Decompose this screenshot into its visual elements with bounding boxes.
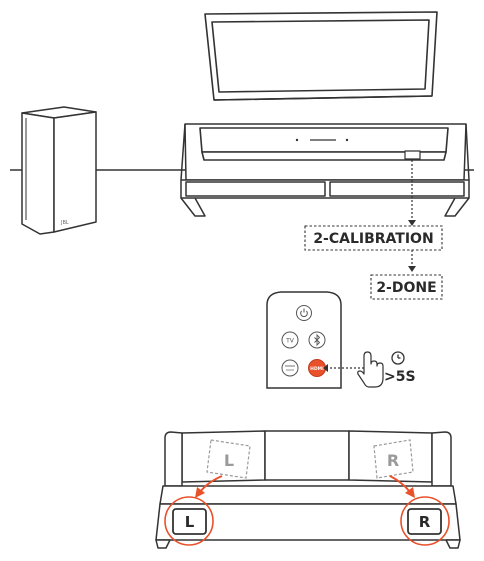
power-icon — [300, 308, 308, 317]
hdmi-button[interactable]: HDMI — [308, 359, 326, 377]
right-speaker: R — [407, 508, 442, 535]
soundbar — [199, 127, 449, 161]
right-move-arrow — [389, 475, 415, 498]
atmos-button[interactable] — [281, 359, 299, 377]
clock-icon — [391, 351, 405, 365]
hand-pointer-icon — [357, 351, 384, 388]
right-speaker-start: R — [373, 439, 414, 479]
left-speaker: L — [172, 508, 207, 535]
hdmi-button-label: HDMI — [310, 366, 324, 372]
calibration-label: 2-CALIBRATION — [313, 231, 433, 247]
power-button[interactable] — [296, 305, 312, 321]
subwoofer-logo: JBL — [60, 220, 69, 226]
left-speaker-start: L — [206, 439, 251, 479]
hold-duration: >5S — [384, 369, 416, 385]
left-move-arrow — [195, 475, 223, 498]
soundbar-display — [404, 150, 421, 160]
left-speaker-start-label: L — [224, 451, 234, 470]
left-speaker-label: L — [185, 513, 195, 531]
done-step: 2-DONE — [370, 274, 443, 300]
right-speaker-label: R — [419, 513, 431, 531]
right-speaker-highlight — [400, 496, 450, 546]
tv — [204, 11, 438, 101]
bluetooth-icon — [314, 333, 321, 347]
tv-button-label: TV — [285, 338, 295, 345]
subwoofer: JBL — [21, 106, 97, 235]
tv-button[interactable]: TV — [281, 331, 299, 349]
calibration-step: 2-CALIBRATION — [304, 225, 443, 251]
left-speaker-highlight — [164, 496, 214, 546]
remote-control: TV HDMI — [266, 291, 342, 389]
right-speaker-start-label: R — [387, 451, 399, 470]
done-label: 2-DONE — [376, 280, 436, 296]
bluetooth-button[interactable] — [308, 331, 326, 349]
